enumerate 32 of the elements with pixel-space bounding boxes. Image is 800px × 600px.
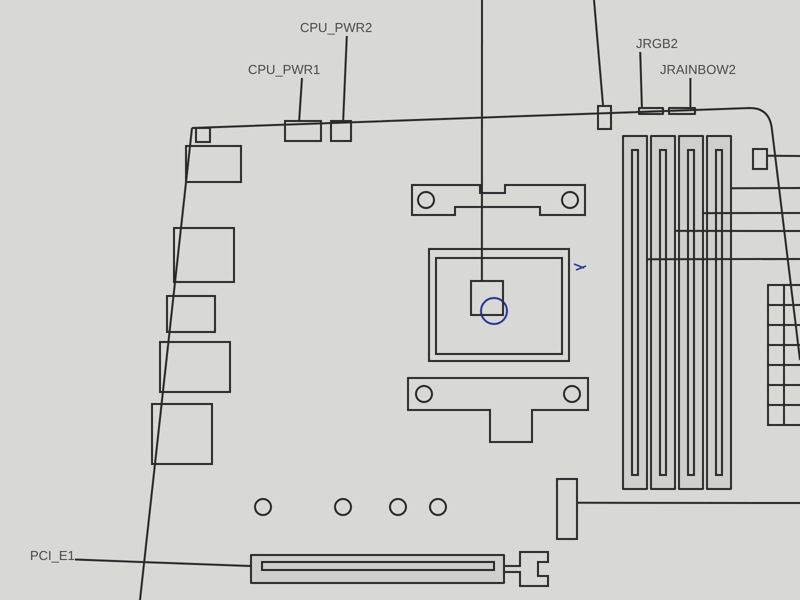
leader-line (298, 78, 303, 120)
connector (597, 105, 612, 130)
leader-line (648, 258, 800, 260)
slot (678, 135, 704, 490)
leader-line (639, 52, 643, 108)
leader-line (732, 187, 800, 190)
slot (622, 135, 648, 490)
leader-line (578, 502, 800, 504)
slot (650, 135, 676, 490)
part-label: PCI_E1 (30, 548, 75, 564)
part-label: JRGB2 (636, 36, 678, 52)
slot (668, 107, 696, 115)
leader-line (676, 230, 800, 232)
connector (284, 120, 322, 142)
part-label: JRAINBOW2 (660, 62, 736, 78)
leader-line (593, 0, 604, 106)
connector (428, 248, 570, 362)
slot (638, 107, 664, 115)
leader-line (768, 154, 800, 157)
slot (706, 135, 732, 490)
connector (752, 148, 768, 170)
leader-line (74, 558, 250, 567)
leader-line (480, 0, 483, 280)
connector (470, 280, 504, 316)
part-label: CPU_PWR1 (248, 62, 320, 78)
connector (556, 478, 578, 540)
leader-line (704, 212, 800, 214)
slot (250, 554, 505, 584)
leader-line (342, 36, 348, 120)
leader-line (689, 78, 692, 107)
connector (330, 120, 352, 142)
part-label: CPU_PWR2 (300, 20, 372, 36)
